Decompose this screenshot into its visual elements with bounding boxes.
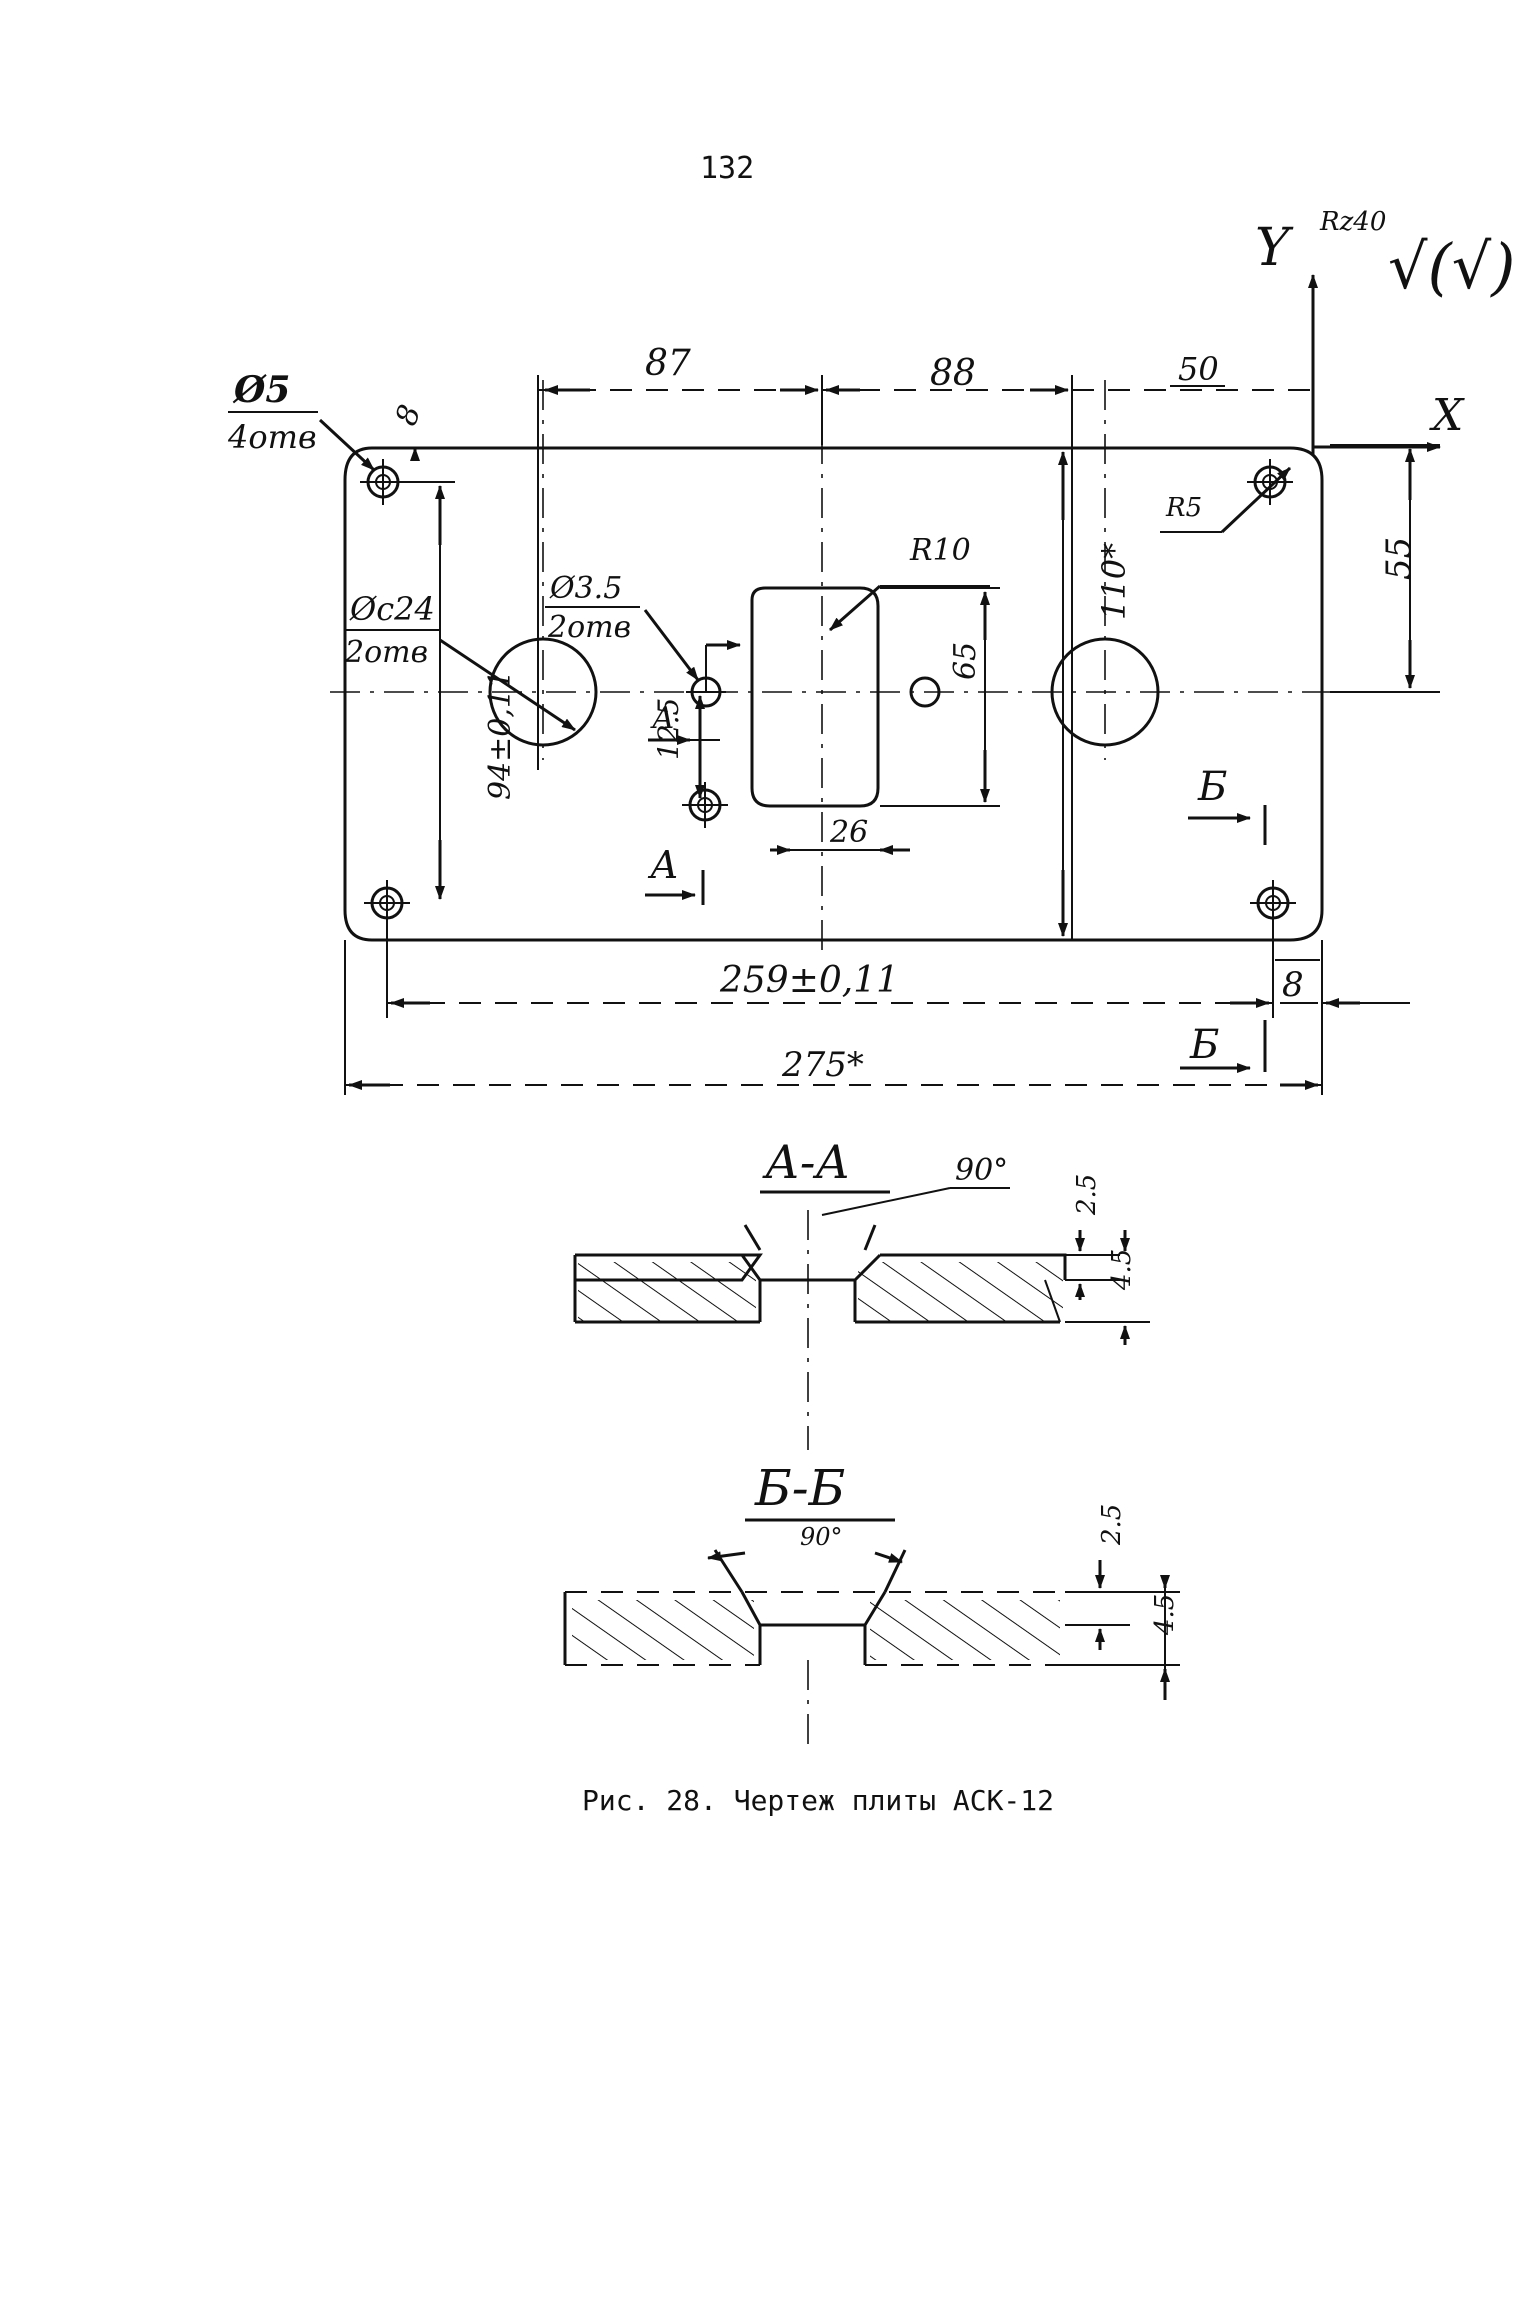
- small-hole-right: [909, 676, 941, 708]
- small-holes: [682, 676, 941, 828]
- dim-110-group: 110*: [1058, 451, 1133, 937]
- section-mark-a-bottom: А: [647, 843, 679, 887]
- hole-small-count: 4отв: [227, 418, 317, 456]
- section-bb-title: Б-Б: [754, 1459, 845, 1517]
- dim-26: 26: [829, 815, 868, 850]
- dim-26-group: 26: [770, 815, 910, 855]
- dim-88: 88: [930, 353, 976, 394]
- section-mark-a-top: А: [650, 701, 675, 736]
- section-aa: А-А 90° 2.5 4.5: [573, 1135, 1150, 1450]
- page-number: 132: [700, 151, 754, 186]
- top-dimensions: 87 88 50: [537, 343, 1313, 940]
- mounting-holes: [360, 459, 1296, 926]
- dim-65: 65: [948, 642, 983, 680]
- section-marker-a: А А: [645, 701, 705, 905]
- coordinate-axes: Y X: [1255, 218, 1465, 455]
- section-bb-thickness: 4.5: [1150, 1594, 1180, 1636]
- section-marker-b: Б Б: [1180, 764, 1267, 1073]
- dim-55: 55: [1379, 537, 1419, 580]
- hole-mid-dia: Ø3.5: [549, 571, 622, 606]
- dim-94: 94±0,11: [483, 670, 518, 800]
- hole-mid-count: 2отв: [547, 610, 631, 645]
- dim-87: 87: [645, 343, 691, 384]
- y-axis-label: Y: [1255, 218, 1294, 278]
- edge-offset-right: 8: [1282, 965, 1304, 1005]
- section-mark-b-top: Б: [1197, 764, 1227, 810]
- section-bb-depth: 2.5: [1097, 1504, 1127, 1546]
- x-axis-label: X: [1429, 390, 1465, 441]
- section-bb-angle: 90°: [800, 1523, 843, 1551]
- mid-hole-callout: Ø3.5 2отв: [545, 571, 741, 692]
- large-holes: [488, 380, 1160, 760]
- edge-offset-top: 8: [389, 400, 428, 430]
- section-aa-thickness: 4.5: [1107, 1249, 1137, 1291]
- large-hole-callout: Øс24 2отв: [344, 590, 576, 732]
- radius-corner: R5: [1165, 493, 1202, 523]
- section-mark-b-bottom: Б: [1189, 1022, 1219, 1068]
- section-bb: Б-Б 90° 2.5 4.5: [563, 1459, 1180, 1745]
- dim-110: 110*: [1095, 543, 1133, 620]
- radius-slot: R10: [909, 533, 971, 568]
- corner-radius-callout: R5: [1160, 466, 1292, 534]
- small-hole-callout: Ø5 4отв 8: [227, 369, 428, 472]
- section-aa-angle: 90°: [955, 1153, 1008, 1188]
- dim-65-group: 65: [880, 587, 1000, 807]
- dim-275: 275*: [781, 1045, 864, 1085]
- hole-large-dia: Øс24: [349, 590, 435, 628]
- figure-caption: Рис. 28. Чертеж плиты АСК-12: [582, 1784, 1054, 1817]
- bottom-dimensions: 259±0,11 8 275*: [344, 918, 1410, 1095]
- hole-large-count: 2отв: [344, 635, 428, 670]
- dim-259: 259±0,11: [719, 960, 899, 1001]
- roughness-symbol: Rz40 √(√): [1319, 207, 1515, 303]
- roughness-rz: Rz40: [1319, 207, 1386, 237]
- section-aa-title: А-А: [762, 1135, 850, 1189]
- roughness-mark: √(√): [1388, 230, 1515, 303]
- dim-50: 50: [1178, 350, 1219, 388]
- hole-small-dia: Ø5: [232, 369, 290, 411]
- rectangular-slot: [750, 380, 880, 960]
- mounting-hole: [360, 459, 406, 505]
- small-hole-lower: [682, 782, 728, 828]
- dim-94-group: 94±0,11: [400, 481, 518, 900]
- plate-outline: [330, 446, 1420, 942]
- slot-radius-callout: R10: [829, 533, 990, 632]
- mounting-hole: [1247, 459, 1293, 505]
- dim-12-5-group: 12.5: [652, 695, 720, 799]
- dim-55-group: 55: [1330, 444, 1440, 693]
- section-aa-depth: 2.5: [1072, 1174, 1102, 1216]
- dim-12-5: 12.5: [652, 698, 685, 760]
